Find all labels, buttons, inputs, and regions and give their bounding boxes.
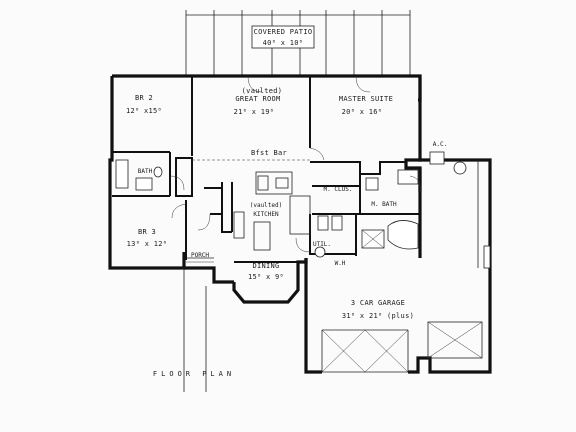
dining-name: DINING bbox=[252, 262, 279, 270]
garage-size: 31⁰ x 21⁰ (plus) bbox=[342, 312, 414, 320]
wh-name: W.H bbox=[335, 260, 346, 267]
bfst-bar-name: Bfst Bar bbox=[251, 149, 287, 157]
br3-size: 13⁰ x 12⁰ bbox=[127, 240, 168, 248]
patio-name: COVERED PATIO bbox=[254, 28, 313, 36]
garage-name: 3 CAR GARAGE bbox=[351, 299, 405, 307]
master-suite-size: 20⁰ x 16⁰ bbox=[342, 108, 383, 116]
patio-size: 40⁰ x 10⁰ bbox=[263, 39, 304, 47]
great-room-note: (vaulted) bbox=[242, 87, 283, 95]
great-room-size: 21⁰ x 19⁰ bbox=[234, 108, 275, 116]
br2-size: 12⁰ x15⁰ bbox=[126, 107, 162, 115]
room-labels: BR 2 12⁰ x15⁰ (vaulted) GREAT ROOM 21⁰ x… bbox=[126, 87, 447, 378]
porch-name: PORCH bbox=[191, 252, 209, 259]
m-clos-name: M. CLOS. bbox=[324, 186, 353, 193]
util-name: UTIL. bbox=[313, 241, 331, 248]
garage-walls bbox=[304, 158, 492, 374]
bath-name: BATH bbox=[138, 168, 153, 175]
great-room-name: GREAT ROOM bbox=[235, 95, 280, 103]
covered-patio: COVERED PATIO 40⁰ x 10⁰ bbox=[185, 10, 411, 76]
dining-size: 15⁰ x 9⁰ bbox=[248, 273, 284, 281]
kitchen-name: KITCHEN bbox=[253, 211, 279, 218]
master-suite-name: MASTER SUITE bbox=[339, 95, 393, 103]
m-bath-name: M. BATH bbox=[371, 201, 397, 208]
fixtures bbox=[115, 75, 467, 392]
br2-name: BR 2 bbox=[135, 94, 153, 102]
kitchen-note: (vaulted) bbox=[250, 202, 283, 209]
ac-name: A.C. bbox=[433, 141, 447, 148]
plan-caption: FLOOR PLAN bbox=[153, 370, 235, 378]
br3-name: BR 3 bbox=[138, 228, 156, 236]
